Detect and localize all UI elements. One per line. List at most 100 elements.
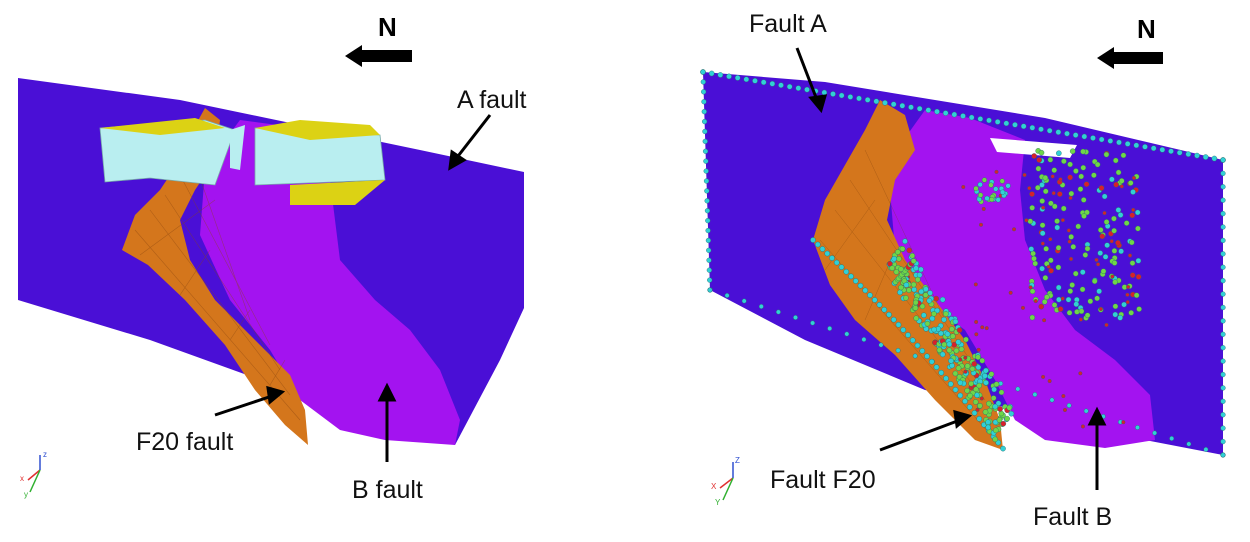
- mesh-node: [964, 363, 971, 369]
- mesh-node: [1131, 175, 1136, 180]
- mesh-node: [1112, 157, 1119, 164]
- mesh-node: [1098, 136, 1105, 143]
- mesh-node: [1028, 246, 1035, 252]
- mesh-node: [910, 281, 917, 288]
- mesh-node: [1048, 237, 1053, 242]
- mesh-node: [1069, 282, 1075, 288]
- mesh-node: [857, 282, 864, 289]
- mesh-node: [963, 355, 968, 360]
- mesh-node: [971, 361, 978, 367]
- mesh-node: [1072, 132, 1079, 138]
- mesh-node: [1022, 172, 1027, 177]
- mesh-node: [1186, 441, 1192, 447]
- mesh-node: [810, 320, 816, 326]
- mesh-node: [905, 332, 911, 338]
- mesh-node: [963, 336, 969, 343]
- mesh-node: [838, 264, 845, 270]
- mesh-node: [942, 110, 949, 116]
- mesh-node: [1000, 445, 1006, 452]
- mesh-node: [1135, 425, 1140, 430]
- mesh-node: [1055, 264, 1062, 271]
- mesh-node: [946, 347, 953, 354]
- mesh-node: [994, 119, 1001, 125]
- mesh-node: [1133, 292, 1140, 299]
- mesh-node: [844, 331, 850, 337]
- mesh-node: [900, 327, 907, 333]
- mesh-node: [1116, 139, 1122, 146]
- mesh-node: [1015, 386, 1021, 392]
- mesh-node: [983, 379, 989, 386]
- mesh-node: [1099, 233, 1106, 240]
- mesh-node: [830, 91, 836, 97]
- right-fault-model: [700, 47, 1226, 501]
- mesh-node: [936, 347, 943, 353]
- mesh-node: [1020, 123, 1027, 130]
- mesh-node: [1008, 290, 1013, 295]
- mesh-node: [939, 296, 946, 303]
- mesh-node: [910, 258, 917, 264]
- fault-f20-label: Fault F20: [770, 466, 876, 494]
- f20-fault-label: F20 fault: [136, 428, 234, 456]
- mesh-node: [896, 256, 902, 262]
- mesh-node: [984, 326, 989, 331]
- mesh-node: [1096, 262, 1101, 267]
- mesh-node: [890, 316, 897, 323]
- mesh-node: [838, 92, 845, 99]
- fault-a-label: Fault A: [749, 10, 827, 38]
- yellow-block-bottom-right: [290, 180, 385, 205]
- mesh-node: [1124, 141, 1131, 147]
- mesh-node: [1185, 151, 1192, 157]
- mesh-node: [1220, 438, 1226, 445]
- mesh-node: [1220, 170, 1226, 177]
- mesh-node: [734, 75, 741, 81]
- mesh-node: [941, 341, 948, 348]
- mesh-node: [705, 227, 711, 234]
- mesh-node: [1067, 174, 1073, 181]
- mesh-node: [1135, 225, 1141, 232]
- mesh-node: [985, 419, 991, 425]
- axis-triad-icon: [27, 455, 41, 493]
- mesh-node: [1051, 167, 1058, 173]
- mesh-node: [967, 392, 973, 399]
- mesh-node: [994, 169, 999, 174]
- mesh-node: [1079, 269, 1086, 275]
- mesh-node: [1103, 219, 1110, 225]
- mesh-node: [706, 257, 712, 263]
- mesh-node: [958, 357, 963, 362]
- mesh-node: [1027, 186, 1032, 191]
- mesh-node: [1062, 407, 1067, 412]
- mesh-node: [963, 369, 968, 374]
- axis-z-label-right: Z: [735, 456, 740, 465]
- right-model-panel: N Fault A Fault F20 Fault B Z X Y: [625, 0, 1250, 542]
- mesh-node: [952, 318, 959, 325]
- mesh-node: [1220, 318, 1226, 324]
- mesh-node: [980, 325, 985, 330]
- mesh-node: [977, 116, 984, 122]
- mesh-node: [1090, 135, 1096, 141]
- mesh-node: [1042, 318, 1047, 323]
- fault-b-label: Fault B: [1033, 503, 1113, 531]
- mesh-node: [961, 184, 966, 189]
- mesh-node: [999, 178, 1005, 184]
- mesh-node: [1068, 234, 1074, 240]
- mesh-node: [775, 309, 781, 315]
- mesh-node: [1111, 248, 1118, 254]
- mesh-node: [926, 297, 933, 304]
- b-fault-label: B fault: [352, 476, 423, 504]
- mesh-node: [889, 265, 895, 271]
- mesh-node: [847, 94, 854, 100]
- mesh-node: [992, 403, 999, 410]
- mesh-node: [1098, 185, 1105, 191]
- mesh-node: [968, 114, 975, 121]
- mesh-node: [919, 348, 926, 354]
- mesh-node: [1103, 151, 1110, 158]
- mesh-node: [1220, 371, 1226, 378]
- mesh-node: [1039, 222, 1046, 228]
- mesh-node: [902, 238, 908, 245]
- mesh-node: [1129, 212, 1136, 219]
- mesh-node: [724, 293, 730, 298]
- mesh-node: [804, 86, 810, 93]
- mesh-node: [906, 247, 913, 254]
- mesh-node: [1057, 191, 1063, 197]
- mesh-node: [974, 392, 980, 399]
